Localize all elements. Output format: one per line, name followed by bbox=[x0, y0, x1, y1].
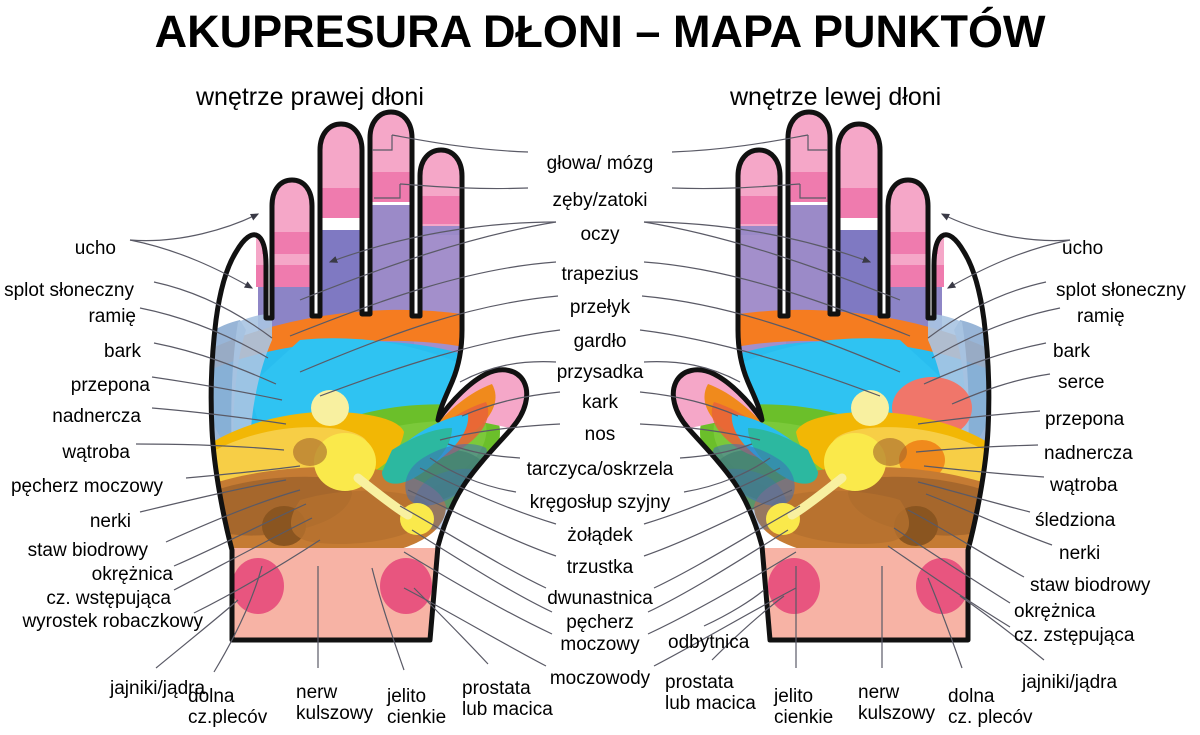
label-odbytnica: odbytnica bbox=[668, 632, 750, 653]
page-title: AKUPRESURA DŁONI – MAPA PUNKTÓW bbox=[154, 6, 1046, 57]
label-line: nerw bbox=[858, 682, 900, 703]
subtitle-left-hand: wnętrze lewej dłoni bbox=[730, 83, 942, 111]
label-zeby-zatoki: zęby/zatoki bbox=[552, 190, 648, 211]
label-line: cz. plecóv bbox=[948, 707, 1033, 728]
label-splot-sloneczny: splot słoneczny bbox=[4, 280, 134, 301]
label-kregoslup-szyjny: kręgosłup szyjny bbox=[529, 492, 671, 513]
label-line: dolna bbox=[188, 686, 235, 707]
label-staw-biodrowy: staw biodrowy bbox=[1030, 575, 1151, 596]
label-ucho: ucho bbox=[74, 238, 116, 259]
label-line: lub macica bbox=[462, 699, 553, 720]
label-line: kulszowy bbox=[296, 703, 374, 724]
label-bark: bark bbox=[104, 341, 141, 362]
label-kark: kark bbox=[582, 392, 618, 413]
label-line: jelito bbox=[774, 686, 814, 707]
label-przelyk: przełyk bbox=[569, 297, 631, 318]
label-zoladek: żołądek bbox=[567, 525, 633, 546]
label-line: cienkie bbox=[387, 707, 447, 728]
label-wyrostek-robaczkowy: wyrostek robaczkowy bbox=[22, 611, 203, 632]
label-staw-biodrowy: staw biodrowy bbox=[27, 540, 148, 561]
label-moczowy: moczowy bbox=[560, 634, 640, 655]
label-line: lub macica bbox=[665, 693, 756, 714]
label-ramie: ramię bbox=[1077, 306, 1125, 327]
label-nerki: nerki bbox=[1059, 543, 1101, 564]
label-cz-wstepujaca: cz. wstępująca bbox=[46, 588, 171, 609]
label-splot-sloneczny: splot słoneczny bbox=[1056, 280, 1186, 301]
label-przepona: przepona bbox=[70, 375, 150, 396]
subtitle-right-hand: wnętrze prawej dłoni bbox=[196, 83, 424, 111]
label-trapezius: trapezius bbox=[561, 264, 639, 285]
label-jajniki-jadra: jajniki/jądra bbox=[110, 678, 206, 699]
label-trzustka: trzustka bbox=[566, 557, 634, 578]
label-serce: serce bbox=[1058, 372, 1105, 393]
label-nadnercza: nadnercza bbox=[1044, 443, 1133, 464]
label-dwunastnica: dwunastnica bbox=[547, 588, 653, 609]
label-nadnercza: nadnercza bbox=[52, 406, 141, 427]
label-cz-zstepujaca: cz. zstępująca bbox=[1014, 625, 1135, 646]
label-gardlo: gardło bbox=[573, 331, 627, 352]
label-line: dolna bbox=[948, 686, 995, 707]
label-pecherz: pęcherz bbox=[566, 612, 634, 633]
label-jajniki-jadra: jajniki/jądra bbox=[1022, 672, 1118, 693]
label-line: kulszowy bbox=[858, 703, 936, 724]
label-glowa-mozg: głowa/ mózg bbox=[546, 153, 654, 174]
label-tarczyca-oskrzela: tarczyca/oskrzela bbox=[526, 459, 674, 480]
label-line: prostata bbox=[665, 672, 734, 693]
label-oczy: oczy bbox=[580, 224, 620, 245]
label-okreznica: okrężnica bbox=[1014, 601, 1096, 622]
label-watroba: wątroba bbox=[62, 442, 130, 463]
label-okreznica: okrężnica bbox=[91, 564, 173, 585]
label-line: jelito bbox=[387, 686, 427, 707]
label-ramie: ramię bbox=[88, 306, 136, 327]
label-watroba: wątroba bbox=[1050, 475, 1118, 496]
label-line: cz.plecóv bbox=[188, 707, 268, 728]
label-ucho: ucho bbox=[1062, 238, 1104, 259]
label-nos: nos bbox=[584, 424, 616, 445]
label-przepona: przepona bbox=[1045, 409, 1125, 430]
label-line: nerw bbox=[296, 682, 338, 703]
label-pecherz-moczowy: pęcherz moczowy bbox=[10, 476, 163, 497]
label-bark: bark bbox=[1053, 341, 1090, 362]
label-sledziona: śledziona bbox=[1035, 510, 1116, 531]
label-line: prostata bbox=[462, 678, 531, 699]
label-moczowody: moczowody bbox=[549, 668, 651, 689]
label-przysadka: przysadka bbox=[556, 362, 644, 383]
label-line: cienkie bbox=[774, 707, 834, 728]
label-nerki: nerki bbox=[89, 511, 131, 532]
